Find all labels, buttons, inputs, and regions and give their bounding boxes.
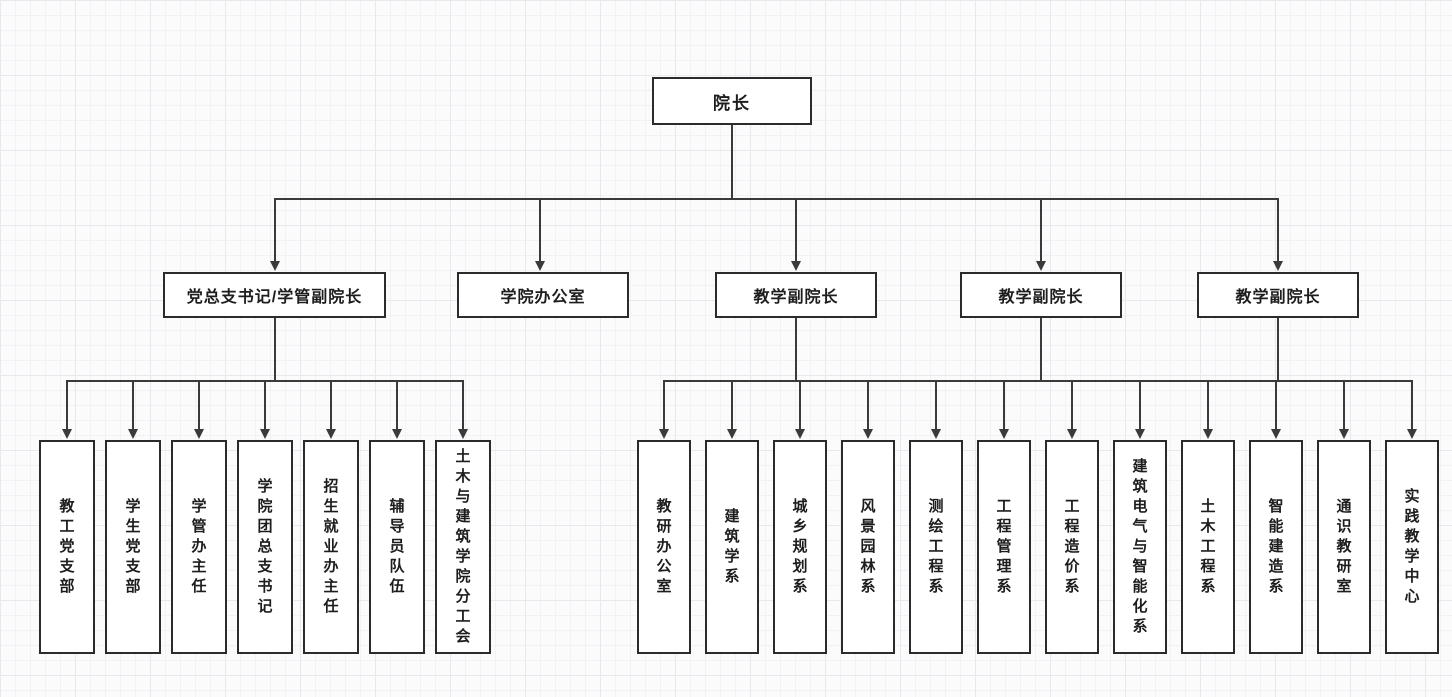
- arrowhead-icon: [1203, 429, 1213, 439]
- connector-drop: [795, 198, 797, 261]
- arrowhead-icon: [863, 429, 873, 439]
- connector-drop: [274, 198, 276, 261]
- node-label: 通识教研室: [1336, 498, 1352, 595]
- connector-drop: [1040, 198, 1042, 261]
- arrowhead-icon: [931, 429, 941, 439]
- node-label: 测绘工程系: [928, 498, 944, 595]
- org-node-teaching-research-office[interactable]: 教研办公室: [637, 440, 691, 654]
- arrowhead-icon: [326, 429, 336, 439]
- org-node-teaching-vice-dean-1[interactable]: 教学副院长: [715, 272, 877, 318]
- arrowhead-icon: [535, 261, 545, 271]
- node-label: 辅导员队伍: [389, 498, 405, 595]
- connector-drop: [1275, 380, 1277, 429]
- node-label: 招生就业办主任: [323, 478, 339, 615]
- connector-drop: [1277, 198, 1279, 261]
- org-node-civil-engineering-dept[interactable]: 土木工程系: [1181, 440, 1235, 654]
- org-node-admissions-employment-office-director[interactable]: 招生就业办主任: [303, 440, 359, 654]
- node-label: 建筑学系: [724, 508, 740, 585]
- org-node-student-affairs-office-director[interactable]: 学管办主任: [171, 440, 227, 654]
- arrowhead-icon: [62, 429, 72, 439]
- org-node-college-office[interactable]: 学院办公室: [457, 272, 629, 318]
- node-label: 工程管理系: [996, 498, 1012, 595]
- connector-level2-bus: [275, 198, 1278, 200]
- arrowhead-icon: [260, 429, 270, 439]
- arrowhead-icon: [1339, 429, 1349, 439]
- arrowhead-icon: [795, 429, 805, 439]
- connector-drop: [330, 380, 332, 429]
- node-label: 学管办主任: [191, 498, 207, 595]
- connector-drop: [396, 380, 398, 429]
- connector-drop: [462, 380, 464, 429]
- connector-academic-bus: [664, 380, 1412, 382]
- connector-drop: [198, 380, 200, 429]
- connector-drop: [1139, 380, 1141, 429]
- arrowhead-icon: [791, 261, 801, 271]
- connector-drop: [1071, 380, 1073, 429]
- arrowhead-icon: [1407, 429, 1417, 439]
- node-label: 实践教学中心: [1404, 488, 1420, 605]
- node-label: 教工党支部: [59, 498, 75, 595]
- node-label: 土木与建筑学院分工会: [455, 448, 471, 645]
- connector-drop: [935, 380, 937, 429]
- arrowhead-icon: [128, 429, 138, 439]
- arrowhead-icon: [1135, 429, 1145, 439]
- org-node-landscape-architecture-dept[interactable]: 风景园林系: [841, 440, 895, 654]
- connector-drop: [132, 380, 134, 429]
- arrowhead-icon: [392, 429, 402, 439]
- arrowhead-icon: [999, 429, 1009, 439]
- connector-academic-uplink: [1277, 318, 1279, 382]
- org-node-urban-rural-planning-dept[interactable]: 城乡规划系: [773, 440, 827, 654]
- org-node-party-secretary-vice-dean[interactable]: 党总支书记/学管副院长: [163, 272, 386, 318]
- node-label: 风景园林系: [860, 498, 876, 595]
- arrowhead-icon: [659, 429, 669, 439]
- node-label: 建筑电气与智能化系: [1132, 458, 1148, 635]
- connector-drop: [867, 380, 869, 429]
- org-node-teaching-vice-dean-2[interactable]: 教学副院长: [960, 272, 1122, 318]
- org-node-youth-league-secretary[interactable]: 学院团总支书记: [237, 440, 293, 654]
- arrowhead-icon: [1036, 261, 1046, 271]
- org-node-teaching-vice-dean-3[interactable]: 教学副院长: [1197, 272, 1359, 318]
- node-label: 学院团总支书记: [257, 478, 273, 615]
- connector-drop: [1207, 380, 1209, 429]
- node-label: 智能建造系: [1268, 498, 1284, 595]
- node-label: 城乡规划系: [792, 498, 808, 595]
- node-label: 土木工程系: [1200, 498, 1216, 595]
- connector-drop: [663, 380, 665, 429]
- org-node-counselor-team[interactable]: 辅导员队伍: [369, 440, 425, 654]
- connector-academic-uplink: [795, 318, 797, 382]
- arrowhead-icon: [458, 429, 468, 439]
- org-node-student-party-branch[interactable]: 学生党支部: [105, 440, 161, 654]
- connector-drop: [1343, 380, 1345, 429]
- arrowhead-icon: [270, 261, 280, 271]
- org-node-college-labor-union-branch[interactable]: 土木与建筑学院分工会: [435, 440, 491, 654]
- node-label: 学生党支部: [125, 498, 141, 595]
- connector-drop: [539, 198, 541, 261]
- org-node-intelligent-construction-dept[interactable]: 智能建造系: [1249, 440, 1303, 654]
- org-node-architecture-dept[interactable]: 建筑学系: [705, 440, 759, 654]
- arrowhead-icon: [1271, 429, 1281, 439]
- org-node-dean[interactable]: 院长: [652, 77, 812, 125]
- org-node-practical-teaching-center[interactable]: 实践教学中心: [1385, 440, 1439, 654]
- org-node-building-electrical-intelligence-dept[interactable]: 建筑电气与智能化系: [1113, 440, 1167, 654]
- arrowhead-icon: [1067, 429, 1077, 439]
- org-node-engineering-cost-dept[interactable]: 工程造价系: [1045, 440, 1099, 654]
- connector-academic-uplink: [1040, 318, 1042, 382]
- connector-drop: [1003, 380, 1005, 429]
- org-node-surveying-engineering-dept[interactable]: 测绘工程系: [909, 440, 963, 654]
- connector-drop: [799, 380, 801, 429]
- connector-root-trunk: [731, 125, 733, 200]
- connector-drop: [264, 380, 266, 429]
- connector-drop: [1411, 380, 1413, 429]
- node-label: 教研办公室: [656, 498, 672, 595]
- org-node-faculty-party-branch[interactable]: 教工党支部: [39, 440, 95, 654]
- arrowhead-icon: [194, 429, 204, 439]
- connector-drop: [66, 380, 68, 429]
- node-label: 工程造价系: [1064, 498, 1080, 595]
- arrowhead-icon: [727, 429, 737, 439]
- arrowhead-icon: [1273, 261, 1283, 271]
- org-node-engineering-management-dept[interactable]: 工程管理系: [977, 440, 1031, 654]
- connector-admin-uplink: [274, 318, 276, 382]
- connector-drop: [731, 380, 733, 429]
- org-node-general-education-research-office[interactable]: 通识教研室: [1317, 440, 1371, 654]
